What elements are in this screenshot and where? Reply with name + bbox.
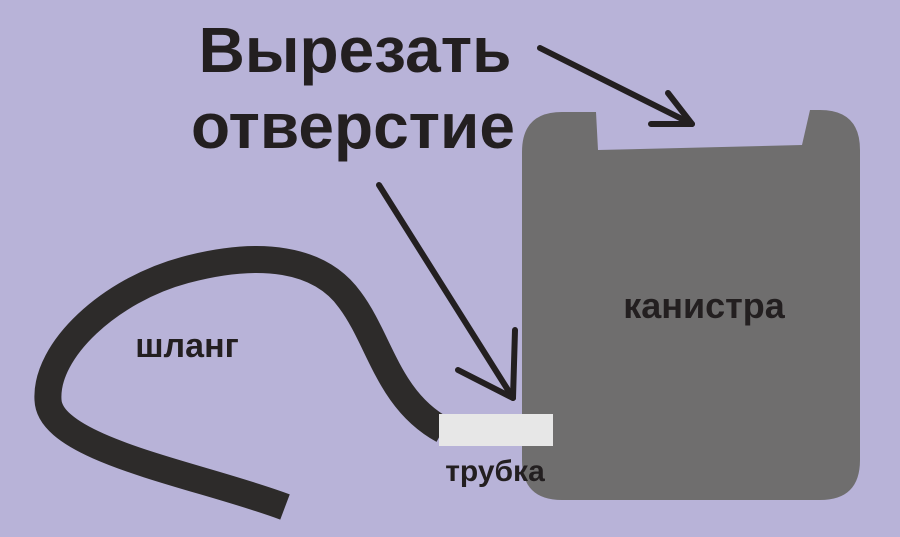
canister-label: канистра [623, 285, 786, 326]
title-line-2: отверстие [191, 90, 515, 162]
arrow-to-hole-icon [537, 45, 695, 127]
hose-label: шланг [135, 327, 239, 365]
hose-shape [34, 246, 450, 520]
canister-shape [522, 110, 860, 500]
arrow-to-tube-icon [376, 182, 518, 401]
tube-shape [439, 414, 553, 446]
title-line-1: Вырезать [199, 14, 512, 86]
tube-label: трубка [445, 455, 545, 488]
